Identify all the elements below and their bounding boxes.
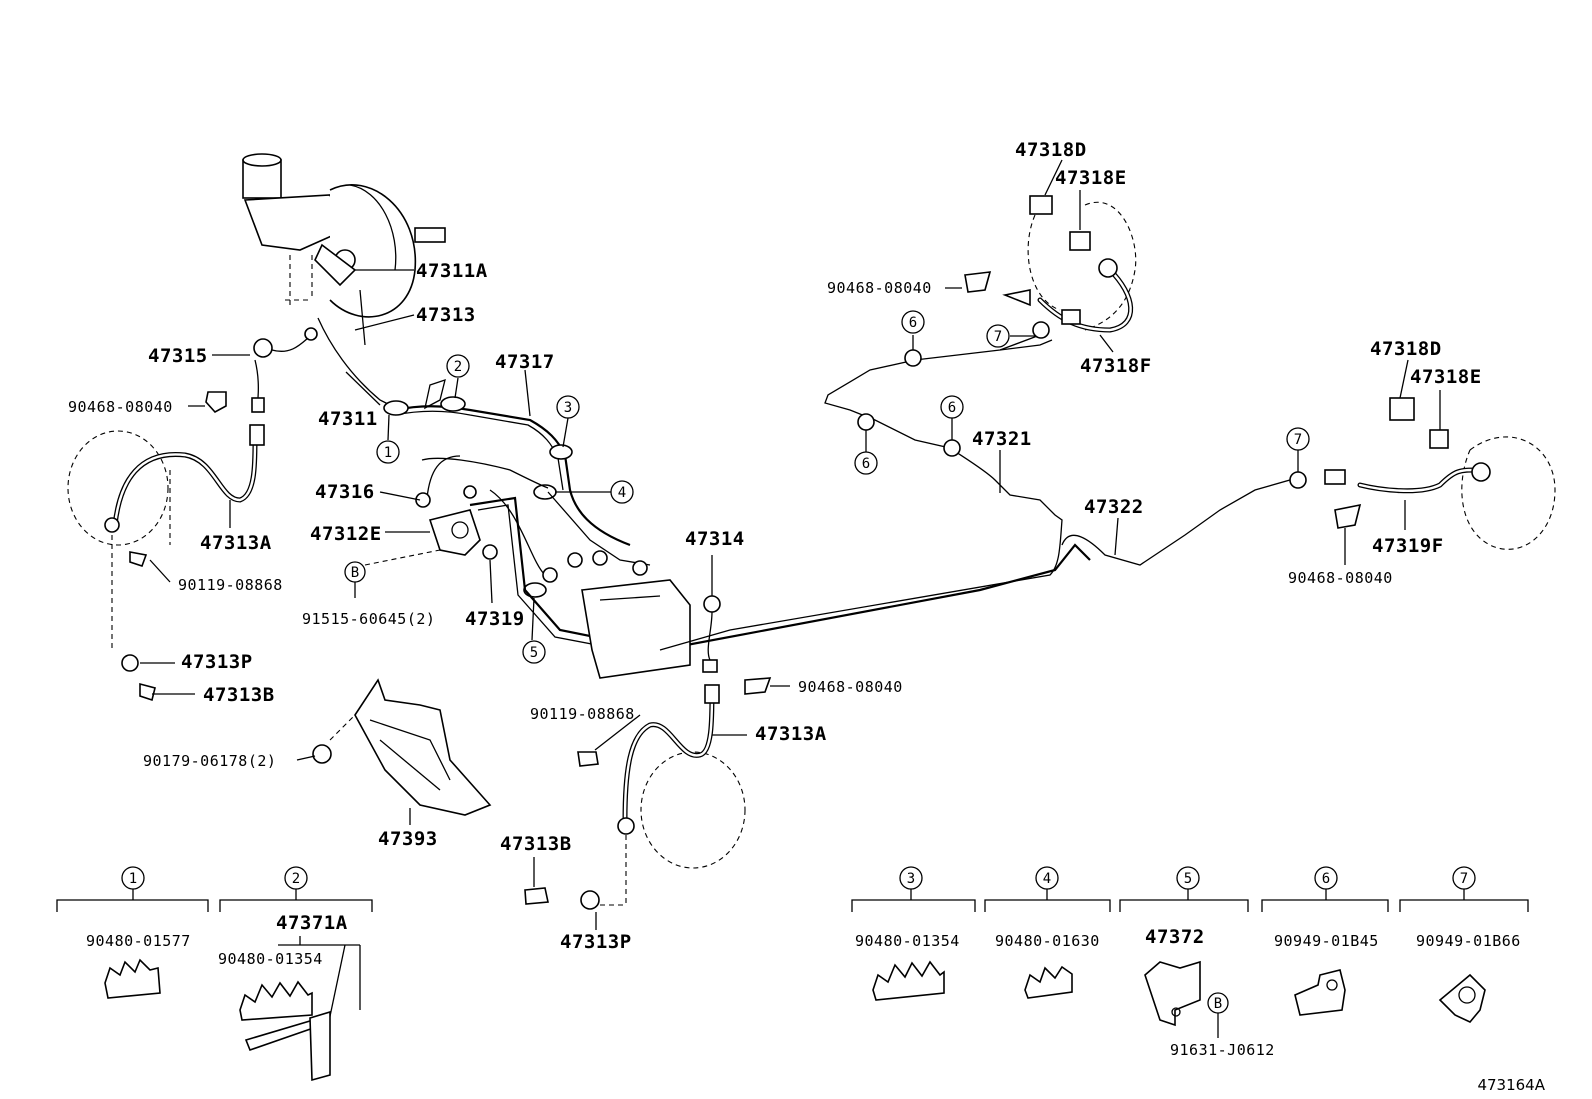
legend-part-3: 90480-01354 bbox=[855, 932, 960, 950]
label-bracket-front-right: 47313P bbox=[560, 931, 632, 953]
legend-num-5: 5 bbox=[1184, 871, 1192, 887]
cover-part bbox=[312, 678, 492, 816]
callout-clamp-6-a: 6 bbox=[909, 315, 917, 331]
label-47311: 47311 bbox=[318, 408, 378, 430]
legend-header-5: 47372 bbox=[1145, 926, 1205, 948]
label-47313: 47313 bbox=[416, 304, 476, 326]
label-47316: 47316 bbox=[315, 481, 375, 503]
label-hose-front-left: 47313A bbox=[200, 532, 272, 554]
label-rear-right-washer: 47318E bbox=[1410, 366, 1482, 388]
legend-item-6: 6 90949-01B45 bbox=[1261, 866, 1389, 1016]
legend-num-2: 2 bbox=[292, 871, 300, 887]
label-rear-right-clip: 90468-08040 bbox=[1288, 569, 1393, 587]
callout-clamp-6-b: 6 bbox=[948, 400, 956, 416]
label-rear-left-washer: 47318E bbox=[1055, 167, 1127, 189]
master-cylinder-assembly bbox=[242, 153, 446, 318]
rear-left-brake-area bbox=[964, 195, 1137, 333]
legend-item-1: 1 90480-01577 bbox=[56, 866, 209, 999]
front-right-brake-area bbox=[524, 677, 772, 910]
legend-part-2: 90480-01354 bbox=[218, 950, 323, 968]
callout-clamp-5: 5 bbox=[530, 645, 538, 661]
label-rear-right-bolt: 47318D bbox=[1370, 338, 1442, 360]
label-nut-90179: 90179-06178(2) bbox=[143, 752, 276, 770]
label-bolt-91515: 91515-60645(2) bbox=[302, 610, 435, 628]
rear-tube-routing bbox=[659, 321, 1307, 651]
legend-num-7: 7 bbox=[1460, 871, 1468, 887]
clamp-legend: 1 90480-01577 2 47371A 90480-01354 3 904… bbox=[56, 866, 1529, 1082]
clamp-callouts: 1 2 3 4 5 B 6 6 6 7 7 bbox=[344, 310, 1310, 664]
legend-num-3: 3 bbox=[907, 871, 915, 887]
label-bolt-front-right: 90119-08868 bbox=[530, 705, 635, 723]
legend-item-5: 5 47372 B 91631-J0612 bbox=[1119, 866, 1275, 1059]
label-47393: 47393 bbox=[378, 828, 438, 850]
label-rear-right-hose: 47319F bbox=[1372, 535, 1444, 557]
rear-right-brake-area bbox=[1324, 397, 1556, 550]
label-clip-front-left: 90468-08040 bbox=[68, 398, 173, 416]
figure-id: 473164A bbox=[1477, 1076, 1545, 1094]
label-rear-left-bolt: 47318D bbox=[1015, 139, 1087, 161]
label-47311A: 47311A bbox=[416, 260, 488, 282]
legend-part-7: 90949-01B66 bbox=[1416, 932, 1521, 950]
label-rear-left-hose: 47318F bbox=[1080, 355, 1152, 377]
legend-item-3: 3 90480-01354 bbox=[851, 866, 976, 1001]
label-47319: 47319 bbox=[465, 608, 525, 630]
callout-clamp-4: 4 bbox=[618, 485, 626, 501]
callout-clamp-7-a: 7 bbox=[994, 329, 1002, 345]
legend-item-7: 7 90949-01B66 bbox=[1399, 866, 1529, 1023]
legend-item-4: 4 90480-01630 bbox=[984, 866, 1111, 999]
leader-lines bbox=[140, 159, 1441, 930]
legend-num-1: 1 bbox=[129, 871, 137, 887]
label-bolt-front-left: 90119-08868 bbox=[178, 576, 283, 594]
legend-num-4: 4 bbox=[1043, 871, 1051, 887]
label-hose-front-right: 47313A bbox=[755, 723, 827, 745]
label-47315: 47315 bbox=[148, 345, 208, 367]
legend-item-2: 2 47371A 90480-01354 bbox=[218, 866, 373, 1082]
label-bolt-b-front-left: 47313B bbox=[203, 684, 275, 706]
label-bracket-front-left: 47313P bbox=[181, 651, 253, 673]
label-47312E: 47312E bbox=[310, 523, 382, 545]
callout-clamp-7-b: 7 bbox=[1294, 432, 1302, 448]
callout-clamp-1: 1 bbox=[384, 445, 392, 461]
legend-num-6: 6 bbox=[1322, 871, 1330, 887]
label-clip-front-right: 90468-08040 bbox=[798, 678, 903, 696]
label-47321: 47321 bbox=[972, 428, 1032, 450]
legend-header-2: 47371A bbox=[276, 912, 348, 934]
legend-5-b-ref: B bbox=[1214, 996, 1222, 1012]
label-rear-left-clip: 90468-08040 bbox=[827, 279, 932, 297]
callout-clamp-6-c: 6 bbox=[862, 456, 870, 472]
legend-part-5: 91631-J0612 bbox=[1170, 1041, 1275, 1059]
legend-part-1: 90480-01577 bbox=[86, 932, 191, 950]
legend-part-6: 90949-01B45 bbox=[1274, 932, 1379, 950]
callout-bolt-b: B bbox=[351, 565, 359, 581]
callout-clamp-3: 3 bbox=[564, 400, 572, 416]
callout-clamp-2: 2 bbox=[454, 359, 462, 375]
legend-part-4: 90480-01630 bbox=[995, 932, 1100, 950]
front-left-brake-area bbox=[67, 327, 318, 702]
label-bolt-b-front-right: 47313B bbox=[500, 833, 572, 855]
label-47314: 47314 bbox=[685, 528, 745, 550]
label-47317: 47317 bbox=[495, 351, 555, 373]
label-47322: 47322 bbox=[1084, 496, 1144, 518]
part-labels: 47311A 47313 47315 90468-08040 47311 473… bbox=[68, 139, 1482, 953]
